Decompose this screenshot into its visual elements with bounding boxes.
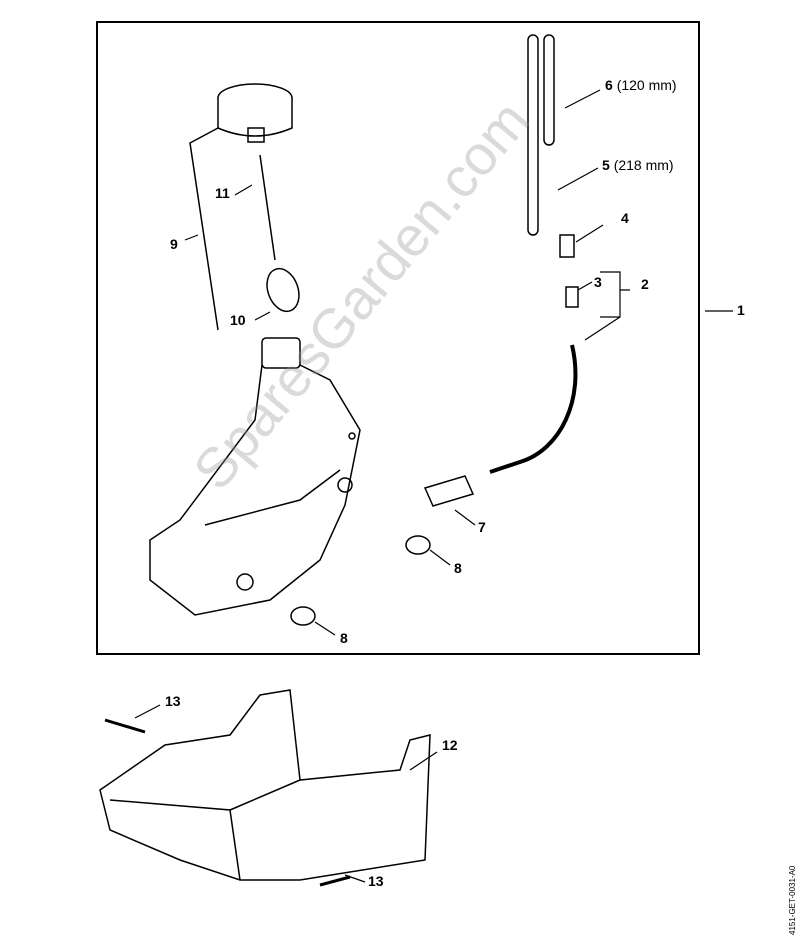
tank-cap [217,83,293,143]
callout-13: 13 [165,693,181,709]
callout-10: 10 [230,312,246,328]
screw-13 [319,875,351,887]
callout-8: 8 [340,630,348,646]
callout-4: 4 [621,210,629,226]
callout-6: 6 (120 mm) [605,77,677,93]
group-bracket-9 [189,127,219,331]
screw-13 [104,718,146,734]
suction-cord [259,154,300,313]
bushing-8 [290,606,316,626]
callout-7: 7 [478,519,486,535]
assembly-frame [96,21,700,655]
callout-8: 8 [454,560,462,576]
valve-4 [559,234,575,258]
callout-12: 12 [442,737,458,753]
callout-9: 9 [170,236,178,252]
document-id: 4151-GET-0031-A0 [788,865,797,935]
callout-5-length: (218 mm) [613,157,674,173]
callout-2: 2 [641,276,649,292]
callout-13: 13 [368,873,384,889]
fuel-filter [423,475,475,507]
fuel-line [489,344,578,474]
callout-5: 5 (218 mm) [602,157,674,173]
callout-1: 1 [737,302,745,318]
fuel-tank [149,337,361,616]
hoses [527,34,555,236]
callout-3: 3 [594,274,602,290]
leader-lines [134,89,733,883]
valve-3 [565,286,579,308]
callout-6-number: 6 [605,77,613,93]
bushing-8 [405,535,431,555]
callout-5-number: 5 [602,157,610,173]
protective-housing [99,689,431,881]
callout-6-length: (120 mm) [616,77,677,93]
callout-11: 11 [215,185,230,201]
